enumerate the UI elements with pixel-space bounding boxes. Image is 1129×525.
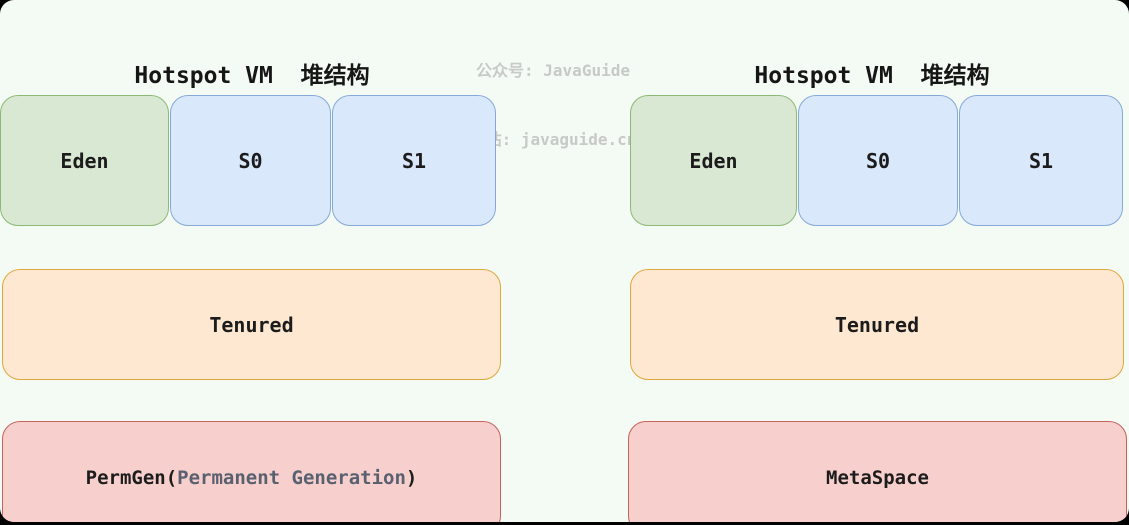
jdk17-eden-label: Eden	[60, 148, 109, 173]
jdk18-tenured-label: Tenured	[834, 312, 920, 337]
jdk17-s0-label: S0	[238, 148, 263, 173]
jdk17-s1-label: S1	[401, 148, 427, 173]
jdk17-permgen-label: PermGen(Permanent Generation)	[86, 467, 418, 489]
jdk18-s1-label: S1	[1028, 148, 1054, 173]
jdk17-permgen-main: PermGen(	[85, 466, 178, 489]
jdk18-title-line1: Hotspot VM 堆结构	[754, 63, 990, 89]
jdk18-s1-box: S1	[959, 95, 1123, 226]
jdk17-title-line1: Hotspot VM 堆结构	[134, 63, 370, 89]
jdk17-s1-box: S1	[332, 95, 496, 226]
jdk18-metaspace-label: MetaSpace	[826, 466, 929, 489]
watermark-line1: 公众号: JavaGuide	[476, 61, 630, 80]
jdk18-metaspace-box: MetaSpace	[628, 421, 1127, 522]
jdk17-permgen-close: )	[405, 466, 418, 489]
jdk17-tenured-box: Tenured	[2, 269, 501, 380]
jdk18-eden-box: Eden	[630, 95, 797, 226]
jdk18-s0-label: S0	[865, 148, 891, 173]
jdk17-permgen-box: PermGen(Permanent Generation)	[2, 421, 501, 522]
jdk17-permgen-sub: Permanent Generation	[177, 466, 406, 489]
jdk18-tenured-box: Tenured	[630, 269, 1124, 380]
jdk18-eden-label: Eden	[689, 148, 738, 173]
jdk17-s0-box: S0	[170, 95, 331, 226]
jdk17-tenured-label: Tenured	[209, 312, 294, 337]
jdk18-s0-box: S0	[798, 95, 958, 226]
jdk17-eden-box: Eden	[0, 95, 169, 226]
